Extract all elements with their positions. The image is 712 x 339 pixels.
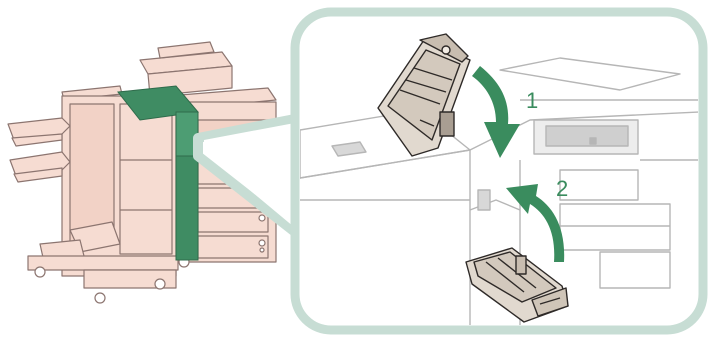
step-1-label: 1 [526, 88, 538, 113]
output-trays [8, 118, 70, 182]
step-2-label: 2 [556, 176, 568, 201]
